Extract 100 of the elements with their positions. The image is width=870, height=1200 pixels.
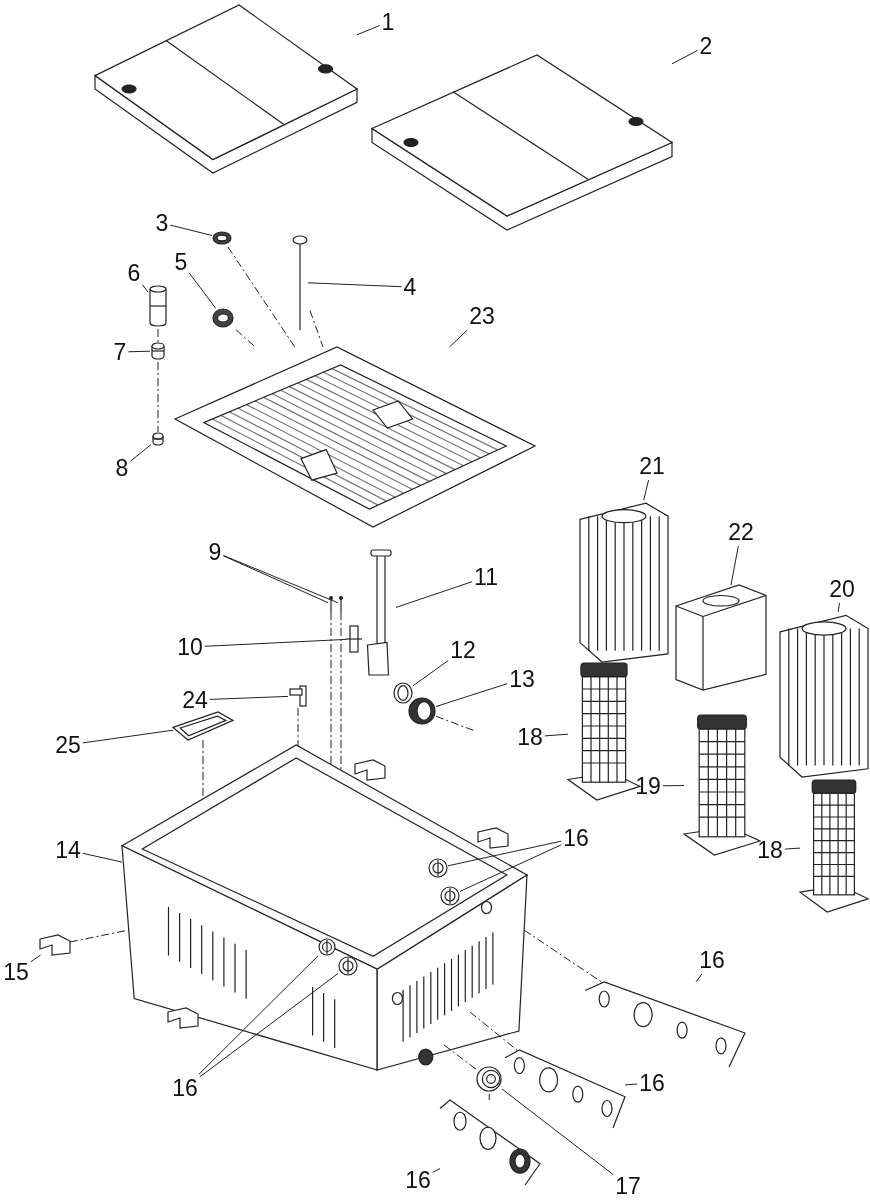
elbow-drawing (288, 684, 308, 708)
leader-line (129, 444, 152, 462)
fitting-drawing (338, 956, 358, 976)
clip-drawing (40, 935, 70, 955)
leader-line (169, 224, 213, 236)
assembly-line (443, 1044, 477, 1070)
assembly-line (235, 329, 256, 348)
nut-drawing (476, 1066, 502, 1092)
filter-holder-drawing (800, 780, 868, 912)
cap-drawing (151, 432, 165, 446)
callout-number: 1 (381, 10, 395, 34)
leader-line (501, 1088, 614, 1176)
callout-number: 4 (403, 275, 417, 299)
frame-drawing (173, 712, 233, 740)
filter-foam-drawing (780, 612, 868, 777)
leader-line (435, 683, 508, 707)
leader-line (198, 955, 319, 1075)
callout-number: 16 (405, 1168, 431, 1192)
callout-number: 13 (509, 667, 535, 691)
fitting-drawing (318, 938, 336, 956)
assembly-line (309, 310, 324, 348)
callout-number: 3 (155, 211, 169, 235)
callout-number: 2 (699, 34, 713, 58)
plug-drawing (212, 308, 234, 328)
assembly-line (157, 328, 159, 343)
filter-holder-drawing (684, 715, 760, 855)
leader-line (784, 847, 801, 850)
callout-number: 23 (469, 304, 495, 328)
callout-number: 22 (728, 520, 754, 544)
leader-line (662, 785, 685, 787)
leader-line (412, 660, 449, 687)
assembly-line (227, 246, 296, 348)
callout-number: 20 (829, 577, 855, 601)
leader-line (356, 25, 381, 36)
tray-drawing (175, 347, 535, 527)
leader-line (199, 973, 339, 1078)
leader-line (82, 852, 123, 863)
leader-line (432, 1168, 441, 1173)
callout-number: 16 (172, 1076, 198, 1100)
assembly-line (469, 1011, 518, 1051)
leader-line (459, 844, 562, 892)
leader-line (447, 840, 562, 867)
callout-number: 16 (639, 1071, 665, 1095)
filter-foam-drawing (676, 585, 766, 690)
callout-number: 16 (563, 826, 589, 850)
callout-number: 15 (3, 960, 29, 984)
pin-drawing (328, 596, 334, 612)
hose-fitting-set-drawing (505, 1050, 625, 1128)
assembly-line (488, 1093, 490, 1101)
leader-line (188, 272, 216, 309)
fitting-drawing (428, 858, 448, 878)
callout-number: 19 (635, 774, 661, 798)
pin-drawing (338, 596, 344, 612)
rod-drawing (292, 235, 308, 330)
callout-number: 5 (174, 250, 188, 274)
callout-number: 10 (177, 635, 203, 659)
sleeve-drawing (150, 342, 166, 360)
leader-line (209, 695, 289, 700)
callout-number: 8 (115, 456, 129, 480)
leader-line (643, 479, 650, 501)
callout-number: 25 (55, 733, 81, 757)
holder-drawing (346, 624, 362, 654)
leader-line (544, 733, 569, 737)
leader-line (82, 729, 174, 744)
callout-number: 9 (208, 540, 222, 564)
lid-drawing (372, 55, 672, 230)
lid-drawing (95, 5, 357, 173)
callout-number: 24 (182, 688, 208, 712)
filter-foam-drawing (580, 500, 668, 662)
assembly-line (330, 611, 332, 766)
leader-line (141, 284, 149, 293)
cap-drawing (212, 231, 232, 245)
leader-line (624, 1083, 638, 1086)
leader-line (695, 973, 703, 983)
leader-line (204, 638, 347, 647)
ring-drawing (393, 682, 413, 704)
callout-number: 12 (450, 638, 476, 662)
assembly-line (340, 611, 342, 771)
callout-number: 6 (127, 261, 141, 285)
hose-fitting-set-drawing (585, 982, 745, 1067)
leader-line (730, 545, 739, 586)
callout-number: 7 (113, 340, 127, 364)
callout-number: 17 (615, 1174, 641, 1198)
leader-line (449, 329, 468, 348)
callout-number: 21 (639, 454, 665, 478)
fitting-drawing (440, 886, 460, 906)
callout-number: 11 (474, 565, 498, 589)
assembly-line (157, 361, 159, 433)
callout-number: 14 (55, 838, 81, 862)
connector-set-drawing (440, 1100, 540, 1185)
callout-number: 16 (699, 948, 725, 972)
leader-line (395, 581, 473, 608)
leader-line (837, 602, 841, 613)
leader-line (307, 282, 403, 288)
leader-line (671, 49, 699, 65)
leader-line (127, 350, 151, 353)
seal-ring-drawing (408, 697, 436, 725)
assembly-line (297, 707, 299, 747)
callout-number: 18 (517, 725, 543, 749)
callout-number: 18 (757, 838, 783, 862)
